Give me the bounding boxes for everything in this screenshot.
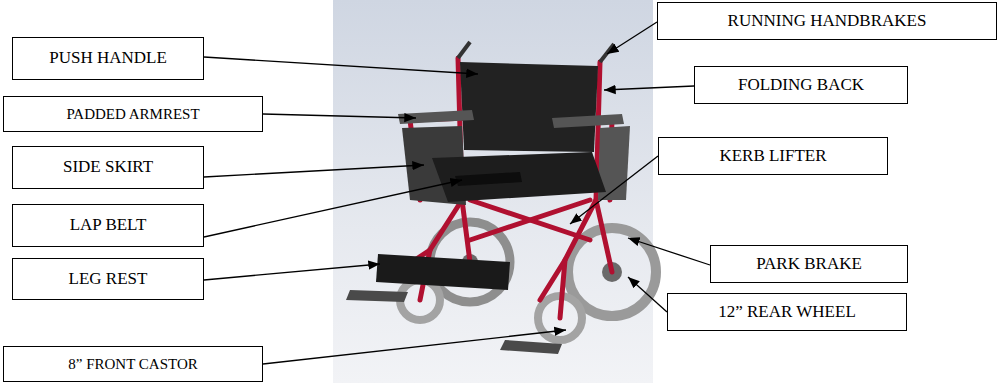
photo-background — [333, 0, 653, 383]
part-name: 8” FRONT CASTOR — [68, 356, 197, 373]
part-name: PARK BRAKE — [756, 255, 862, 274]
part-name: FOLDING BACK — [738, 76, 864, 95]
part-name: LEG REST — [69, 270, 148, 289]
part-name: RUNNING HANDBRAKES — [728, 12, 927, 31]
wheelchair — [346, 42, 656, 354]
part-name: LAP BELT — [70, 216, 147, 235]
label-box: 12” REAR WHEEL — [667, 293, 907, 331]
label-box: KERB LIFTER — [658, 137, 888, 175]
part-name: PUSH HANDLE — [49, 49, 167, 68]
part-name: SIDE SKIRT — [63, 158, 153, 177]
label-box: LEG REST — [12, 258, 204, 300]
label-box: RUNNING HANDBRAKES — [657, 2, 997, 40]
label-box: PARK BRAKE — [710, 245, 908, 283]
label-box: PADDED ARMREST — [3, 96, 263, 132]
label-box: SIDE SKIRT — [12, 146, 204, 189]
leader-lines — [204, 22, 710, 364]
part-name: KERB LIFTER — [719, 147, 826, 166]
label-box: 8” FRONT CASTOR — [3, 346, 263, 382]
part-name: PADDED ARMREST — [66, 106, 199, 123]
label-box: LAP BELT — [12, 204, 204, 247]
label-box: PUSH HANDLE — [12, 37, 204, 80]
part-name: 12” REAR WHEEL — [718, 303, 856, 322]
label-box: FOLDING BACK — [694, 66, 908, 104]
